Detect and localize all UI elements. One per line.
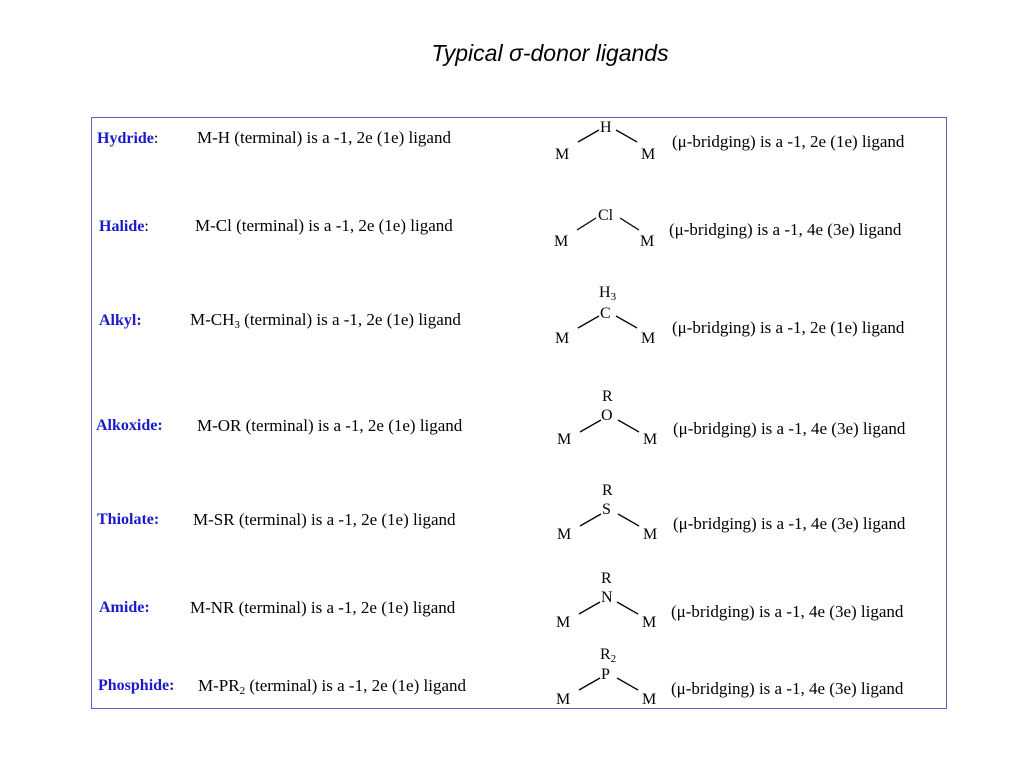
title-suffix: -donor ligands — [522, 40, 669, 66]
top-substituent: H3 — [599, 284, 617, 303]
bridging-structure: R N M M — [553, 569, 673, 649]
bridging-description: (μ-bridging) is a -1, 4e (3e) ligand — [669, 220, 902, 239]
terminal-text-post: (terminal) is a -1, 2e (1e) ligand — [239, 310, 461, 329]
terminal-description: M-NR (terminal) is a -1, 2e (1e) ligand — [190, 598, 456, 617]
terminal-text-pre: M-PR — [198, 676, 240, 695]
metal-right: M — [640, 233, 655, 250]
ligand-name-text: Alkoxide: — [96, 417, 163, 434]
top-substituent-text: R — [602, 482, 613, 499]
bridging-description: (μ-bridging) is a -1, 4e (3e) ligand — [671, 679, 904, 698]
metal-right: M — [643, 526, 658, 543]
title-sigma-symbol: σ — [508, 40, 523, 66]
terminal-description: M-PR2 (terminal) is a -1, 2e (1e) ligand — [198, 676, 466, 697]
terminal-text-post: (terminal) is a -1, 2e (1e) ligand — [245, 676, 466, 695]
ligand-row-amide: Amide: M-NR (terminal) is a -1, 2e (1e) … — [0, 569, 1024, 659]
center-atom: O — [601, 407, 613, 424]
bond-lines — [577, 129, 638, 143]
metal-left: M — [555, 330, 570, 347]
ligand-row-halide: Halide: M-Cl (terminal) is a -1, 2e (1e)… — [0, 205, 1024, 295]
terminal-description: M-H (terminal) is a -1, 2e (1e) ligand — [197, 128, 451, 147]
metal-right: M — [642, 691, 657, 708]
ligand-name-colon: : — [144, 218, 149, 235]
bridging-structure: R2 P M M — [553, 645, 673, 725]
bridging-structure: H3 C M M — [552, 283, 672, 363]
ligand-name-text: Hydride — [97, 130, 154, 147]
top-substituent: R — [602, 389, 613, 405]
center-atom: P — [601, 666, 610, 683]
ligand-name: Alkoxide: — [96, 417, 163, 435]
ligand-name: Amide: — [99, 599, 150, 617]
metal-left: M — [555, 146, 570, 163]
center-atom: N — [601, 589, 613, 606]
top-substituent-subscript: 2 — [610, 653, 617, 665]
top-substituent-text: R — [601, 570, 612, 587]
center-atom: H — [600, 119, 612, 136]
top-substituent: R — [602, 483, 613, 499]
terminal-subscript: 2 — [239, 685, 246, 697]
ligand-name: Alkyl: — [99, 312, 142, 330]
ligand-row-alkoxide: Alkoxide: M-OR (terminal) is a -1, 2e (1… — [0, 387, 1024, 477]
bond-lines — [578, 677, 639, 691]
ligand-name-text: Phosphide: — [98, 677, 175, 694]
top-substituent-text: R — [600, 646, 611, 663]
bridging-description: (μ-bridging) is a -1, 4e (3e) ligand — [673, 514, 906, 533]
bond-lines — [579, 419, 640, 433]
metal-left: M — [554, 233, 569, 250]
ligand-row-thiolate: Thiolate: M-SR (terminal) is a -1, 2e (1… — [0, 481, 1024, 571]
bond-lines — [578, 601, 639, 615]
ligand-row-alkyl: Alkyl: M-CH3 (terminal) is a -1, 2e (1e)… — [0, 283, 1024, 373]
center-atom: S — [602, 501, 611, 518]
ligand-name-text: Thiolate: — [97, 511, 160, 528]
terminal-description: M-Cl (terminal) is a -1, 2e (1e) ligand — [195, 216, 453, 235]
terminal-description: M-OR (terminal) is a -1, 2e (1e) ligand — [197, 416, 463, 435]
metal-left: M — [557, 431, 572, 448]
bond-lines — [576, 217, 640, 231]
ligand-name-text: Amide: — [99, 599, 150, 616]
center-atom: C — [600, 305, 611, 322]
metal-right: M — [643, 431, 658, 448]
terminal-subscript: 3 — [234, 319, 240, 331]
terminal-description: M-SR (terminal) is a -1, 2e (1e) ligand — [193, 510, 456, 529]
terminal-description: M-CH3 (terminal) is a -1, 2e (1e) ligand — [190, 310, 461, 331]
center-atom: Cl — [598, 207, 614, 224]
bridging-description: (μ-bridging) is a -1, 4e (3e) ligand — [673, 419, 906, 438]
top-substituent-text: H — [599, 284, 611, 301]
ligand-name-text: Alkyl: — [99, 312, 142, 329]
ligand-name-colon: : — [153, 130, 159, 147]
ligand-name-text: Halide — [99, 218, 145, 235]
ligand-name: Hydride: — [97, 130, 158, 148]
metal-left: M — [556, 691, 571, 708]
bridging-structure: Cl M M — [551, 205, 671, 285]
bridging-description: (μ-bridging) is a -1, 2e (1e) ligand — [672, 318, 905, 337]
ligand-row-phosphide: Phosphide: M-PR2 (terminal) is a -1, 2e … — [0, 645, 1024, 735]
metal-left: M — [557, 526, 572, 543]
bond-lines — [577, 315, 638, 329]
bridging-structure: R S M M — [554, 481, 674, 561]
metal-right: M — [641, 146, 656, 163]
bridging-structure: R O M M — [554, 387, 674, 467]
ligand-row-hydride: Hydride: M-H (terminal) is a -1, 2e (1e)… — [0, 118, 1024, 208]
top-substituent-subscript: 3 — [610, 291, 617, 303]
top-substituent: R2 — [600, 646, 617, 665]
top-substituent-text: R — [602, 388, 613, 405]
terminal-text-pre: M-CH — [190, 310, 235, 329]
bridging-structure: H M M — [552, 118, 672, 198]
ligand-name: Halide: — [99, 218, 149, 236]
ligand-table-frame — [91, 117, 947, 709]
metal-right: M — [642, 614, 657, 631]
slide-title: Typical σ-donor ligands — [0, 40, 1024, 67]
top-substituent: R — [601, 571, 612, 587]
bridging-description: (μ-bridging) is a -1, 2e (1e) ligand — [672, 132, 905, 151]
bond-lines — [579, 513, 640, 527]
metal-left: M — [556, 614, 571, 631]
title-prefix: Typical — [431, 40, 509, 66]
metal-right: M — [641, 330, 656, 347]
ligand-name: Thiolate: — [97, 511, 159, 529]
ligand-name: Phosphide: — [98, 677, 174, 695]
bridging-description: (μ-bridging) is a -1, 4e (3e) ligand — [671, 602, 904, 621]
